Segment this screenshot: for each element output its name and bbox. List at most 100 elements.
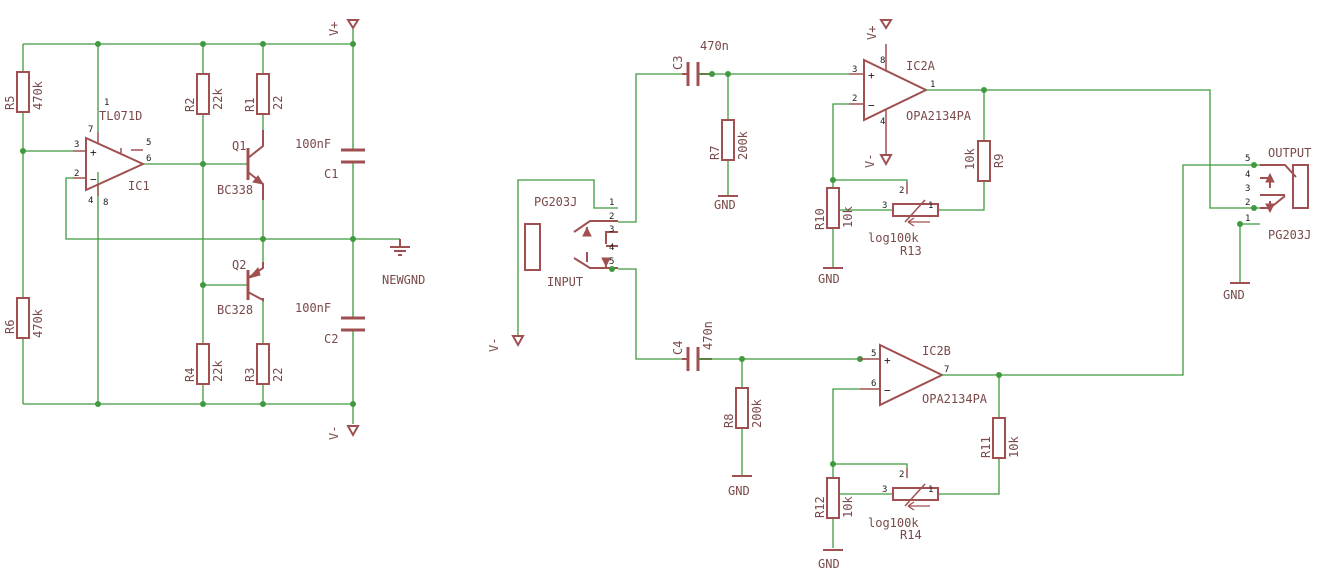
svg-text:R13: R13 [900, 244, 922, 258]
svg-text:3: 3 [1245, 184, 1250, 194]
svg-text:8: 8 [103, 198, 108, 208]
potentiometer-r13: 2 3 1 log100k R13 [868, 182, 939, 258]
svg-text:470k: 470k [31, 80, 45, 110]
svg-text:5: 5 [609, 257, 614, 267]
svg-text:1: 1 [104, 98, 109, 108]
ground-r8: GND [728, 475, 752, 498]
svg-text:R3: R3 [243, 368, 257, 382]
svg-text:R1: R1 [243, 98, 257, 112]
wire-c4-opamp [698, 358, 870, 476]
svg-text:3: 3 [882, 201, 887, 211]
svg-text:2: 2 [899, 470, 904, 480]
svg-text:3: 3 [609, 225, 614, 235]
svg-text:GND: GND [818, 272, 840, 286]
svg-text:10k: 10k [1007, 436, 1021, 458]
resistor-r11: R11 10k [979, 417, 1021, 459]
svg-text:R6: R6 [3, 320, 17, 334]
svg-text:R14: R14 [900, 528, 922, 542]
svg-text:log100k: log100k [868, 516, 919, 530]
svg-text:GND: GND [818, 557, 840, 571]
wire-ic2a-feedback [832, 89, 1260, 268]
vminus-input-symbol: V- [487, 335, 525, 352]
resistor-r7: R7 200k [708, 119, 750, 161]
vminus-ic2a: V- [863, 154, 893, 168]
svg-text:PG203J: PG203J [1268, 228, 1311, 242]
vplus-symbol: V+ [327, 19, 360, 36]
resistor-r1: R1 22 [243, 73, 285, 115]
svg-text:GND: GND [1223, 288, 1245, 302]
svg-text:4: 4 [609, 243, 614, 253]
svg-text:IC2B: IC2B [922, 344, 951, 358]
svg-text:1: 1 [609, 198, 614, 208]
svg-text:OUTPUT: OUTPUT [1268, 146, 1311, 160]
capacitor-c1: 100nF C1 [295, 137, 365, 181]
svg-text:V+: V+ [327, 22, 341, 36]
svg-text:NEWGND: NEWGND [382, 273, 425, 287]
capacitor-c3: 470n C3 [671, 39, 729, 86]
output-jack: OUTPUT PG203J 5 4 3 2 1 [1245, 146, 1311, 242]
svg-text:C4: C4 [671, 341, 685, 355]
svg-text:6: 6 [146, 154, 151, 164]
wire-r5-r6 [22, 44, 73, 404]
svg-text:R5: R5 [3, 96, 17, 110]
svg-text:5: 5 [1245, 154, 1250, 164]
svg-text:Q1: Q1 [232, 139, 246, 153]
svg-text:R11: R11 [979, 436, 993, 458]
svg-text:GND: GND [714, 198, 736, 212]
svg-text:1: 1 [1245, 214, 1250, 224]
svg-text:2: 2 [74, 169, 79, 179]
svg-text:−: − [884, 384, 891, 397]
wire-r2-r4 [202, 44, 248, 404]
svg-text:5: 5 [871, 349, 876, 359]
svg-text:OPA2134PA: OPA2134PA [906, 109, 972, 123]
svg-text:IC2A: IC2A [906, 59, 936, 73]
svg-text:22: 22 [271, 368, 285, 382]
vminus-symbol: V- [327, 425, 360, 440]
svg-text:BC338: BC338 [217, 183, 253, 197]
ground-r10: GND [818, 267, 843, 286]
wire-c3-opamp [698, 73, 849, 196]
svg-text:22: 22 [271, 96, 285, 110]
svg-text:C1: C1 [324, 167, 338, 181]
svg-text:Q2: Q2 [232, 258, 246, 272]
svg-text:R7: R7 [708, 146, 722, 160]
newgnd-symbol: NEWGND [382, 239, 425, 287]
wire-ic1-feedback [65, 177, 400, 262]
svg-text:R4: R4 [183, 368, 197, 382]
wire-output-ground [1239, 223, 1260, 282]
svg-text:2: 2 [852, 94, 857, 104]
transistor-q1: Q1 BC338 [217, 130, 265, 200]
wire-ic2b-feedback [832, 164, 1260, 548]
svg-text:C2: C2 [324, 332, 338, 346]
svg-text:200k: 200k [736, 130, 750, 160]
svg-text:−: − [90, 173, 97, 186]
svg-text:INPUT: INPUT [547, 275, 583, 289]
resistor-r9: 10k R9 [963, 140, 1006, 182]
ground-r12: GND [818, 549, 843, 571]
svg-text:+: + [884, 354, 891, 367]
svg-text:V+: V+ [865, 26, 879, 40]
svg-text:R12: R12 [813, 496, 827, 518]
svg-text:IC1: IC1 [128, 179, 150, 193]
svg-text:470n: 470n [701, 321, 715, 350]
resistor-r12: R12 10k [813, 477, 855, 519]
svg-text:4: 4 [1245, 170, 1250, 180]
svg-text:V-: V- [327, 426, 341, 440]
svg-text:TL071D: TL071D [99, 109, 142, 123]
svg-text:1: 1 [928, 485, 933, 495]
preamp-circuit: PG203J INPUT 1 2 3 4 5 V- 470n C3 R7 [487, 19, 1311, 571]
ground-output: GND [1223, 282, 1250, 302]
svg-text:2: 2 [1245, 198, 1250, 208]
svg-text:3: 3 [882, 485, 887, 495]
svg-text:R2: R2 [183, 98, 197, 112]
svg-text:3: 3 [74, 140, 79, 150]
svg-text:−: − [868, 99, 875, 112]
opamp-ic2b: + − 5 6 7 IC2B OPA2134PA [860, 343, 988, 407]
svg-text:5: 5 [146, 138, 151, 148]
resistor-r10: R10 10k [813, 187, 855, 230]
svg-text:3: 3 [852, 65, 857, 75]
svg-text:7: 7 [944, 365, 949, 375]
svg-text:10k: 10k [963, 148, 977, 170]
svg-text:+: + [868, 69, 875, 82]
